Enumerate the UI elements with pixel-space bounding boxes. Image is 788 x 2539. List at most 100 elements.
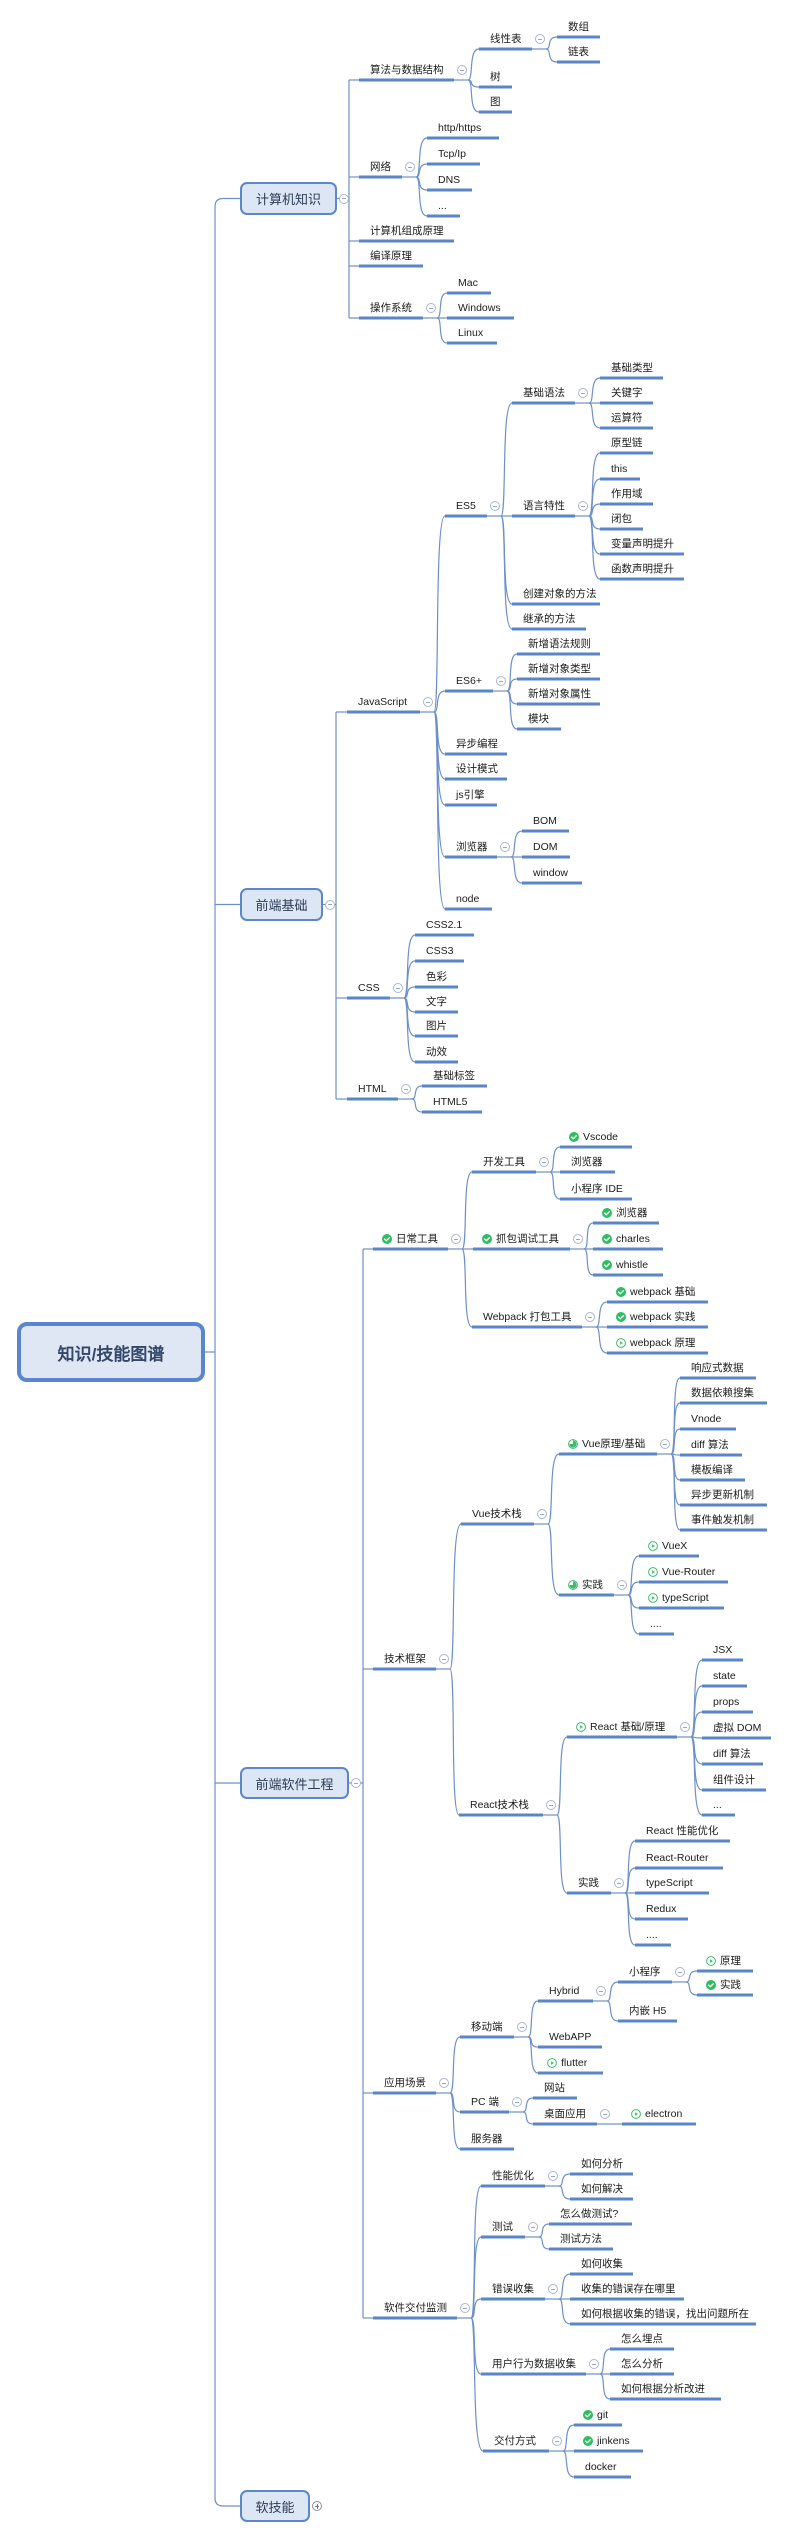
topic[interactable]: HTML bbox=[358, 1081, 387, 1097]
collapse-toggle[interactable] bbox=[660, 1439, 670, 1449]
topic[interactable]: 算法与数据结构 bbox=[370, 62, 444, 78]
topic[interactable]: 树 bbox=[490, 69, 501, 85]
topic[interactable]: HTML5 bbox=[433, 1094, 467, 1110]
collapse-toggle[interactable] bbox=[451, 1234, 461, 1244]
topic[interactable]: 测试 bbox=[492, 2219, 513, 2235]
topic[interactable]: 链表 bbox=[568, 44, 589, 60]
topic[interactable]: Redux bbox=[646, 1901, 676, 1917]
collapse-toggle[interactable] bbox=[490, 501, 500, 511]
topic[interactable]: 数组 bbox=[568, 19, 589, 35]
topic[interactable]: 网站 bbox=[544, 2080, 565, 2096]
topic[interactable]: 怎么埋点 bbox=[621, 2331, 663, 2347]
topic[interactable]: 如何分析 bbox=[581, 2156, 623, 2172]
topic[interactable]: PC 端 bbox=[471, 2094, 499, 2110]
topic[interactable]: JavaScript bbox=[358, 694, 407, 710]
topic[interactable]: 继承的方法 bbox=[523, 611, 576, 627]
topic[interactable]: 原型链 bbox=[611, 435, 643, 451]
topic[interactable]: whistle bbox=[602, 1257, 648, 1273]
topic[interactable]: 软件交付监测 bbox=[384, 2300, 447, 2316]
topic[interactable]: 色彩 bbox=[426, 969, 447, 985]
topic[interactable]: webpack 实践 bbox=[616, 1309, 695, 1325]
collapse-toggle[interactable] bbox=[528, 2222, 538, 2232]
topic[interactable]: 作用域 bbox=[611, 486, 643, 502]
collapse-toggle[interactable] bbox=[585, 1312, 595, 1322]
collapse-toggle[interactable] bbox=[401, 1084, 411, 1094]
topic[interactable]: 网络 bbox=[370, 159, 391, 175]
topic[interactable]: CSS3 bbox=[426, 943, 453, 959]
topic[interactable]: 实践 bbox=[578, 1875, 599, 1891]
topic[interactable]: 应用场景 bbox=[384, 2075, 426, 2091]
topic[interactable]: charles bbox=[602, 1231, 650, 1247]
topic[interactable]: 抓包调试工具 bbox=[482, 1231, 559, 1247]
topic[interactable]: 如何解决 bbox=[581, 2181, 623, 2197]
collapse-toggle[interactable] bbox=[460, 2303, 470, 2313]
topic[interactable]: React技术栈 bbox=[470, 1797, 529, 1813]
topic[interactable]: 基础语法 bbox=[523, 385, 565, 401]
topic[interactable]: DOM bbox=[533, 839, 558, 855]
topic[interactable]: ... bbox=[713, 1797, 722, 1813]
topic[interactable]: 变量声明提升 bbox=[611, 536, 674, 552]
topic[interactable]: 异步编程 bbox=[456, 736, 498, 752]
collapse-toggle[interactable] bbox=[596, 1986, 606, 1996]
topic[interactable]: 响应式数据 bbox=[691, 1360, 744, 1376]
topic[interactable]: 操作系统 bbox=[370, 300, 412, 316]
collapse-toggle[interactable] bbox=[548, 2284, 558, 2294]
topic[interactable]: Windows bbox=[458, 300, 501, 316]
topic[interactable]: 原理 bbox=[706, 1953, 741, 1969]
topic[interactable]: 虚拟 DOM bbox=[713, 1720, 761, 1736]
topic[interactable]: 错误收集 bbox=[492, 2281, 534, 2297]
topic[interactable]: 如何收集 bbox=[581, 2256, 623, 2272]
topic[interactable]: 创建对象的方法 bbox=[523, 586, 597, 602]
collapse-toggle[interactable] bbox=[675, 1967, 685, 1977]
collapse-toggle[interactable] bbox=[393, 983, 403, 993]
topic[interactable]: 小程序 IDE bbox=[571, 1181, 623, 1197]
topic[interactable]: Tcp/Ip bbox=[438, 146, 466, 162]
topic[interactable]: Mac bbox=[458, 275, 478, 291]
main-topic[interactable]: 软技能 bbox=[240, 2490, 310, 2522]
topic[interactable]: diff 算法 bbox=[713, 1746, 751, 1762]
topic[interactable]: 设计模式 bbox=[456, 761, 498, 777]
main-topic[interactable]: 前端基础 bbox=[240, 888, 323, 921]
collapse-toggle[interactable] bbox=[589, 2359, 599, 2369]
topic[interactable]: .... bbox=[646, 1927, 658, 1943]
collapse-toggle[interactable] bbox=[548, 2171, 558, 2181]
topic[interactable]: Vue技术栈 bbox=[472, 1506, 522, 1522]
topic[interactable]: 怎么做测试? bbox=[560, 2206, 618, 2222]
collapse-toggle[interactable] bbox=[439, 1654, 449, 1664]
topic[interactable]: ... bbox=[438, 198, 447, 214]
collapse-toggle[interactable] bbox=[680, 1722, 690, 1732]
collapse-toggle[interactable] bbox=[325, 899, 335, 910]
topic[interactable]: 交付方式 bbox=[494, 2433, 536, 2449]
topic[interactable]: 运算符 bbox=[611, 410, 643, 426]
topic[interactable]: 桌面应用 bbox=[544, 2106, 586, 2122]
topic[interactable]: 计算机组成原理 bbox=[370, 223, 444, 239]
topic[interactable]: 如何根据分析改进 bbox=[621, 2381, 705, 2397]
topic[interactable]: 收集的错误存在哪里 bbox=[581, 2281, 676, 2297]
topic[interactable]: electron bbox=[631, 2106, 682, 2122]
topic[interactable]: 图 bbox=[490, 94, 501, 110]
collapse-toggle[interactable] bbox=[600, 2109, 610, 2119]
topic[interactable]: Hybrid bbox=[549, 1983, 579, 1999]
topic[interactable]: 模块 bbox=[528, 711, 549, 727]
topic[interactable]: 移动端 bbox=[471, 2019, 503, 2035]
central-topic[interactable]: 知识/技能图谱 bbox=[17, 1322, 205, 1382]
collapse-toggle[interactable] bbox=[405, 162, 415, 172]
topic[interactable]: 服务器 bbox=[471, 2131, 503, 2147]
collapse-toggle[interactable] bbox=[517, 2022, 527, 2032]
topic[interactable]: diff 算法 bbox=[691, 1437, 729, 1453]
collapse-toggle[interactable] bbox=[552, 2436, 562, 2446]
topic[interactable]: 内嵌 H5 bbox=[629, 2003, 666, 2019]
topic[interactable]: docker bbox=[585, 2459, 617, 2475]
topic[interactable]: 关键字 bbox=[611, 385, 643, 401]
topic[interactable]: webpack 基础 bbox=[616, 1284, 695, 1300]
topic[interactable]: 函数声明提升 bbox=[611, 561, 674, 577]
topic[interactable]: 新增对象属性 bbox=[528, 686, 591, 702]
topic[interactable]: 测试方法 bbox=[560, 2231, 602, 2247]
topic[interactable]: 语言特性 bbox=[523, 498, 565, 514]
topic[interactable]: 图片 bbox=[426, 1018, 447, 1034]
topic[interactable]: Vue原理/基础 bbox=[568, 1436, 645, 1452]
collapse-toggle[interactable] bbox=[578, 388, 588, 398]
topic[interactable]: Linux bbox=[458, 325, 483, 341]
topic[interactable]: this bbox=[611, 461, 627, 477]
topic[interactable]: DNS bbox=[438, 172, 460, 188]
